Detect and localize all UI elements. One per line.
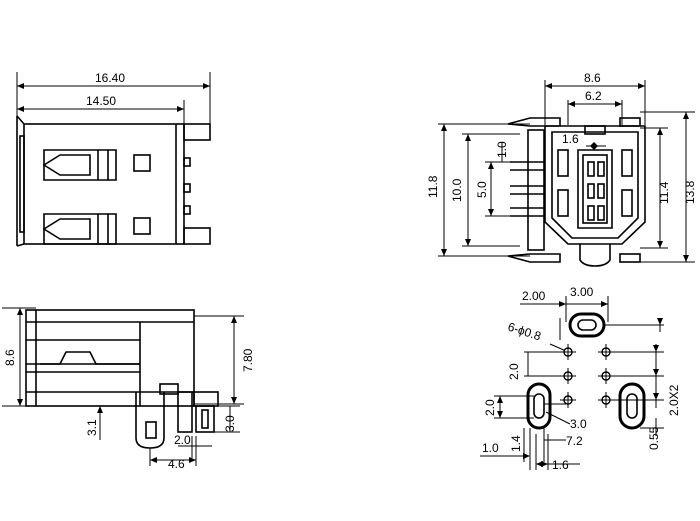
dim-fp-c: 2.0 [507,363,521,380]
dim-fp-h: 1.4 [509,435,523,452]
dim-side-pin-d: 3.0 [223,415,237,432]
front-view: 8.6 6.2 1.6 11.8 10.0 5.0 1.0 [426,71,697,267]
dim-front-c: 5.0 [475,181,489,198]
dim-fp-f: 2.0X2 [667,384,681,416]
dim-fp-a: 2.00 [522,289,546,303]
dim-fp-j: 1.6 [552,458,569,472]
dim-side-pin-a: 3.1 [85,419,99,436]
dim-top-body: 14.50 [86,94,116,108]
dim-side-pin-b: 2.0 [174,433,191,447]
dim-top-overall: 16.40 [95,71,125,85]
dim-side-pin-c: 4.6 [168,457,185,471]
dim-fp-b: 3.00 [570,285,594,299]
dim-side-body: 7.80 [241,348,255,372]
dim-front-e: 11.4 [657,181,671,204]
dim-front-a: 11.8 [426,175,440,198]
dim-front-b: 10.0 [450,178,464,202]
side-view: 8.6 7.80 3.1 2.0 [2,307,255,471]
dim-fp-e: 3.0 [570,417,587,431]
dim-fp-k: 0.55 [647,426,661,450]
dim-fp-holes: 6-ϕ0.8 [506,320,543,344]
pcb-footprint: 2.00 3.00 6-ϕ0.8 2.0X2 2.0 [480,285,681,472]
dim-front-outer: 8.6 [584,71,601,85]
dim-front-pitch: 1.6 [562,132,579,146]
dim-fp-i: 1.0 [482,441,499,455]
dim-front-d: 1.0 [495,141,509,158]
top-view: 16.40 14.50 [16,71,211,247]
dim-fp-d: 2.0 [483,399,497,416]
dim-side-height: 8.6 [3,349,17,366]
dim-front-f: 13.8 [683,180,697,204]
dim-fp-g: 7.2 [566,434,583,448]
dim-front-inner: 6.2 [585,89,602,103]
